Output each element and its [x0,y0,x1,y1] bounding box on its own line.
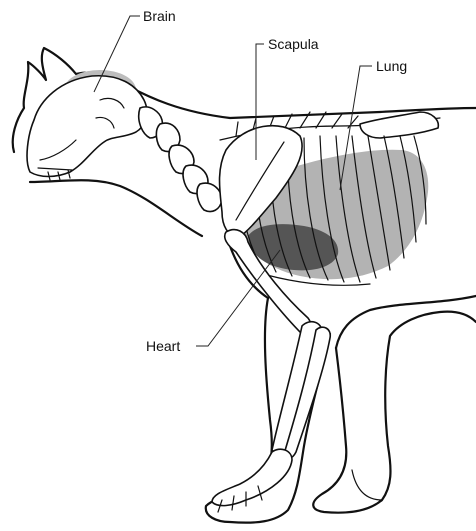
brain-label: Brain [143,8,176,24]
lumbar-spine [360,112,438,138]
heart-label: Heart [146,338,180,354]
hind-leg-outline [352,470,382,500]
skull [27,76,147,177]
scapula-label: Scapula [268,36,319,52]
cat-neck-front [30,180,202,236]
forepaw-bones [212,449,292,505]
cervical-spine [139,107,222,212]
lung-label: Lung [376,58,407,74]
